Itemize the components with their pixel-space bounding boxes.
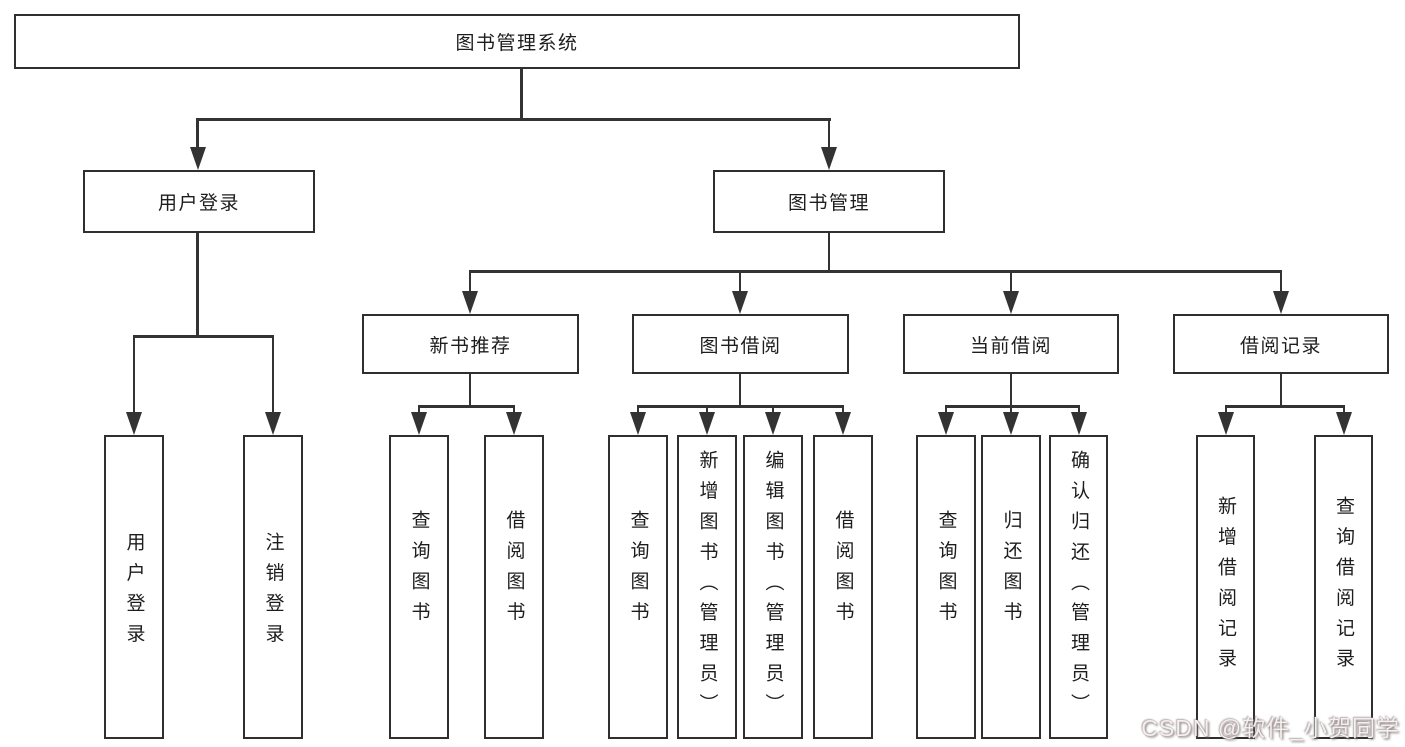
leaf-return-books: 归还图书 — [981, 435, 1041, 739]
arrow-down-icon — [265, 412, 281, 435]
connector-line — [841, 405, 845, 414]
node-book-management: 图书管理 — [713, 170, 945, 233]
connector-line — [1009, 405, 1013, 414]
arrow-down-icon — [1273, 291, 1289, 314]
node-label: 新增图书（管理员） — [696, 450, 718, 724]
node-label: 新书推荐 — [429, 335, 512, 357]
arrow-down-icon — [411, 412, 427, 435]
arrow-down-icon — [1218, 412, 1234, 435]
node-label: 归还图书 — [1000, 510, 1022, 632]
connector-line — [418, 405, 515, 408]
connector-line — [132, 335, 136, 413]
node-new-book-recommend: 新书推荐 — [362, 314, 579, 374]
node-book-borrowing: 图书借阅 — [632, 314, 849, 374]
connector-line — [705, 405, 709, 414]
connector-line — [196, 118, 199, 148]
connector-line — [133, 335, 274, 338]
node-label: 用户登录 — [123, 532, 145, 654]
node-label: 图书管理 — [787, 193, 870, 214]
node-label: 注销登录 — [262, 532, 284, 654]
arrow-down-icon — [1003, 291, 1019, 314]
leaf-query-books-borrow: 查询图书 — [608, 435, 668, 739]
connector-line — [520, 68, 523, 120]
connector-line — [1009, 270, 1013, 293]
connector-line — [1279, 374, 1283, 407]
node-label: 查询图书 — [935, 510, 957, 632]
arrow-down-icon — [821, 147, 837, 170]
node-label: 借阅记录 — [1239, 335, 1322, 357]
connector-line — [196, 233, 199, 337]
arrow-down-icon — [506, 412, 522, 435]
node-label: 新增借阅记录 — [1215, 495, 1236, 679]
leaf-query-books-recommend: 查询图书 — [389, 435, 449, 739]
connector-line — [417, 405, 421, 414]
node-label: 当前借阅 — [969, 335, 1052, 357]
node-borrow-records: 借阅记录 — [1173, 314, 1389, 374]
arrow-down-icon — [462, 291, 478, 314]
leaf-edit-book-admin: 编辑图书（管理员） — [743, 435, 803, 739]
leaf-logout: 注销登录 — [243, 435, 303, 739]
connector-line — [469, 270, 1282, 273]
connector-line — [1077, 405, 1081, 414]
leaf-add-book-admin: 新增图书（管理员） — [677, 435, 737, 739]
connector-line — [468, 374, 472, 407]
leaf-user-login: 用户登录 — [104, 435, 164, 739]
arrow-down-icon — [1071, 412, 1087, 435]
connector-line — [945, 405, 1080, 408]
connector-line — [944, 405, 948, 414]
node-label: 借阅图书 — [832, 510, 854, 632]
arrow-down-icon — [630, 412, 646, 435]
node-label: 借阅图书 — [503, 510, 525, 632]
arrow-down-icon — [1003, 412, 1019, 435]
leaf-borrow-books: 借阅图书 — [813, 435, 873, 739]
connector-line — [1224, 405, 1228, 414]
arrow-down-icon — [699, 412, 715, 435]
node-label: 图书借阅 — [699, 335, 782, 357]
node-label: 查询图书 — [408, 510, 430, 632]
arrow-down-icon — [938, 412, 954, 435]
leaf-query-borrow-record: 查询借阅记录 — [1314, 435, 1373, 739]
arrow-down-icon — [732, 291, 748, 314]
node-library-system: 图书管理系统 — [14, 14, 1020, 69]
arrow-down-icon — [189, 147, 206, 170]
connector-line — [637, 405, 843, 408]
node-user-login: 用户登录 — [83, 170, 315, 233]
connector-line — [738, 374, 742, 407]
leaf-query-books-current: 查询图书 — [916, 435, 976, 739]
connector-line — [827, 233, 831, 272]
csdn-watermark: CSDN @软件_小贺同学 — [1141, 715, 1400, 741]
connector-line — [738, 270, 742, 293]
connector-line — [771, 405, 775, 414]
connector-line — [1225, 405, 1345, 408]
arrow-down-icon — [765, 412, 781, 435]
connector-line — [196, 118, 831, 121]
node-label: 查询图书 — [627, 510, 649, 632]
node-label: 用户登录 — [157, 193, 240, 214]
leaf-add-borrow-record: 新增借阅记录 — [1196, 435, 1255, 739]
node-label: 图书管理系统 — [455, 33, 579, 54]
connector-line — [512, 405, 516, 414]
node-label: 查询借阅记录 — [1333, 495, 1354, 679]
connector-line — [1279, 270, 1283, 293]
connector-line — [636, 405, 640, 414]
connector-line — [1009, 374, 1013, 407]
arrow-down-icon — [1336, 412, 1352, 435]
node-label: 确认归还（管理员） — [1068, 450, 1089, 724]
connector-line — [827, 118, 831, 148]
connector-line — [271, 335, 275, 413]
node-label: 编辑图书（管理员） — [762, 450, 784, 724]
leaf-confirm-return-admin: 确认归还（管理员） — [1049, 435, 1108, 739]
leaf-borrow-books-recommend: 借阅图书 — [484, 435, 544, 739]
connector-line — [468, 270, 472, 293]
arrow-down-icon — [835, 412, 851, 435]
arrow-down-icon — [126, 412, 142, 435]
node-current-borrowing: 当前借阅 — [903, 314, 1119, 374]
connector-line — [1342, 405, 1346, 414]
